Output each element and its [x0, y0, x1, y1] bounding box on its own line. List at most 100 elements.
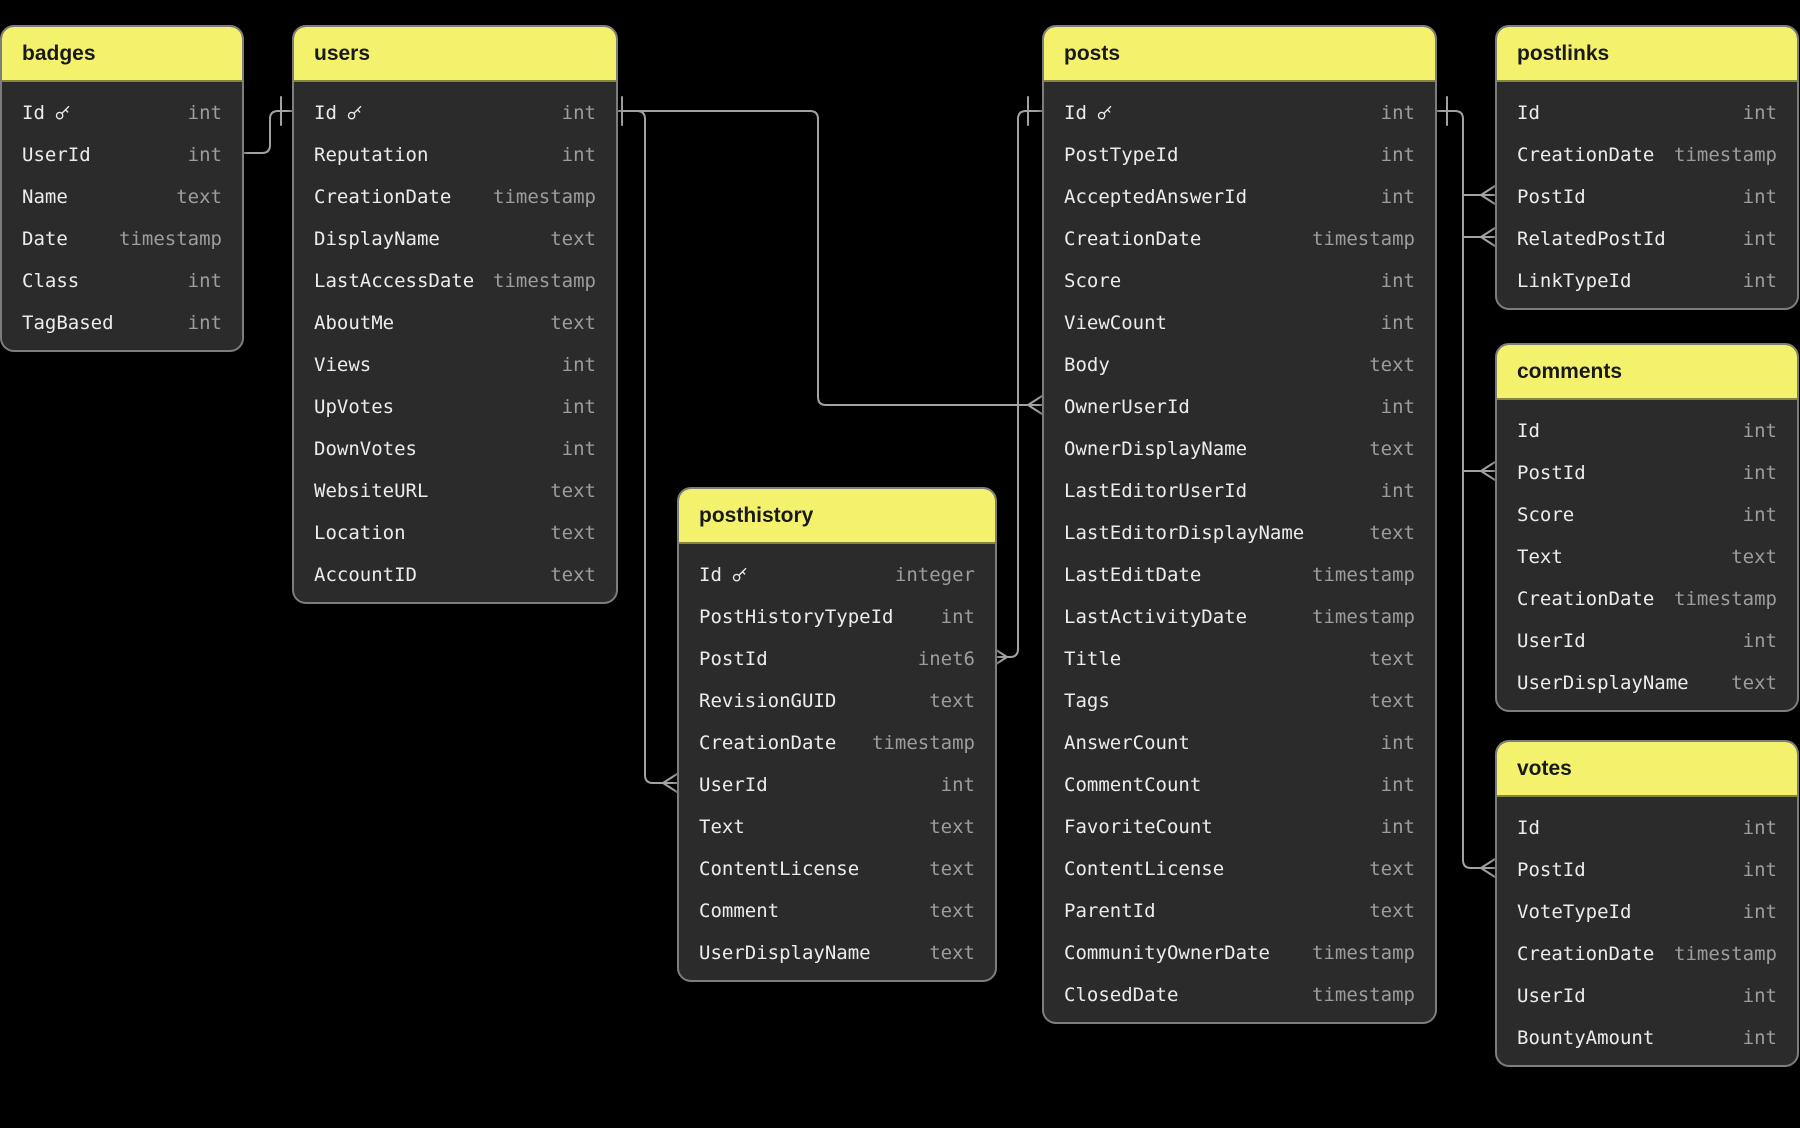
relationship-posts-id--votes-postid-trunk[interactable] [1432, 110, 1496, 869]
table-header-users[interactable]: users [294, 27, 616, 82]
table-header-posthistory[interactable]: posthistory [679, 489, 995, 544]
field-type: text [550, 522, 596, 544]
field-name: RevisionGUID [699, 690, 837, 712]
field-name: Id [314, 102, 337, 124]
table-header-postlinks[interactable]: postlinks [1497, 27, 1797, 82]
cardinality-many-crowfoot [1480, 236, 1496, 247]
relationship-posts-id--posthistory-postid[interactable] [992, 110, 1043, 658]
relationship-users-id--badges-userid[interactable] [239, 110, 293, 154]
primary-key-icon [54, 104, 72, 122]
table-header-badges[interactable]: badges [2, 27, 242, 82]
relationship-users-id--posts-owneruserid[interactable] [613, 110, 1043, 406]
field-type: text [1731, 672, 1777, 694]
cardinality-many-crowfoot [1027, 395, 1043, 406]
field-name: Text [699, 816, 745, 838]
table-header-comments[interactable]: comments [1497, 345, 1797, 400]
table-header-votes[interactable]: votes [1497, 742, 1797, 797]
field-name: PostId [1517, 186, 1586, 208]
cardinality-many-crowfoot [1480, 227, 1496, 238]
field-name: CreationDate [1517, 943, 1655, 965]
relationship-users-id--posthistory-userid[interactable] [613, 110, 678, 784]
field-name: Score [1064, 270, 1122, 292]
table-header-posts[interactable]: posts [1044, 27, 1435, 82]
field-name: ClosedDate [1064, 984, 1179, 1006]
